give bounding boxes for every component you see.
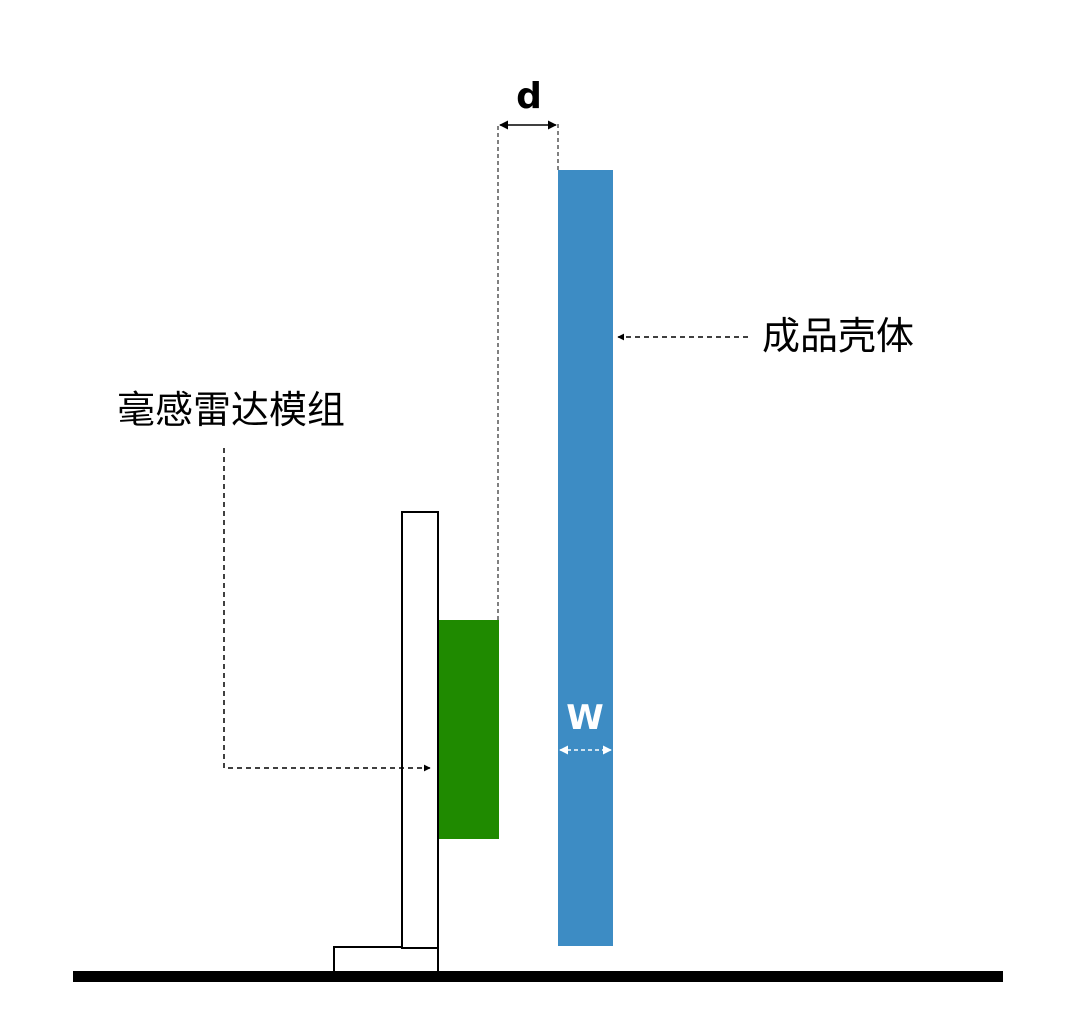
radar-module-label: 毫感雷达模组 xyxy=(117,388,345,432)
product-housing xyxy=(558,170,613,946)
radar-callout-arrow xyxy=(223,448,431,772)
housing-label: 成品壳体 xyxy=(762,314,914,358)
gap-label: d xyxy=(516,76,542,117)
thickness-label: W xyxy=(566,698,604,738)
ground-line xyxy=(73,971,1003,982)
radar-chip xyxy=(439,620,499,839)
radar-board xyxy=(401,511,439,949)
base-block xyxy=(333,946,439,973)
